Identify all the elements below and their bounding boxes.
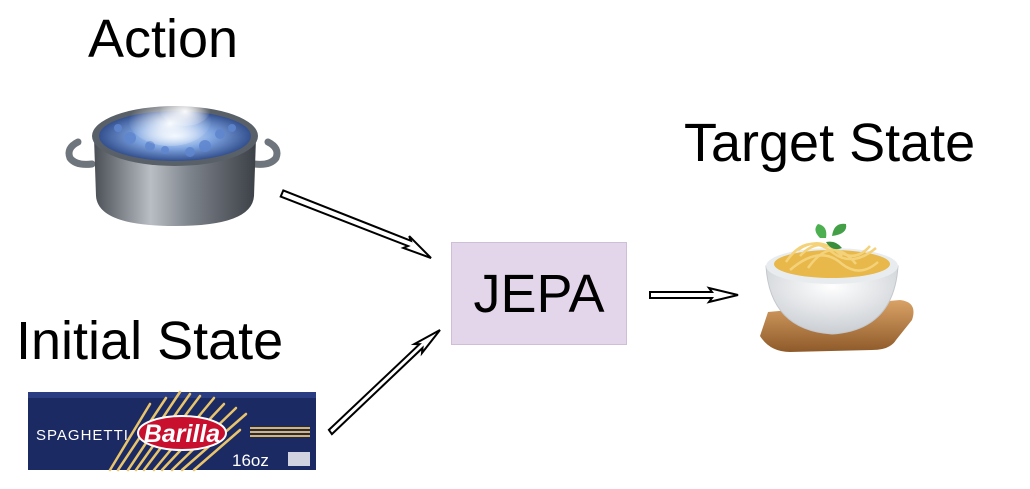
target-state-label: Target State	[684, 113, 976, 173]
spaghetti-box-icon: Barilla SPAGHETTI 16oz	[28, 390, 316, 472]
initial-state-label: Initial State	[16, 311, 284, 371]
action-label: Action	[88, 9, 239, 69]
arrow-action-to-jepa	[279, 189, 432, 259]
jepa-label: JEPA	[473, 263, 605, 324]
arrow-initial-to-jepa	[327, 329, 441, 436]
boiling-pot-icon	[65, 90, 281, 226]
box-product: SPAGHETTI	[36, 427, 129, 444]
arrow-jepa-to-target	[649, 286, 739, 304]
box-brand: Barilla	[144, 420, 221, 448]
jepa-node: JEPA	[451, 242, 627, 345]
box-weight: 16oz	[232, 451, 269, 470]
spaghetti-bowl-icon	[760, 223, 914, 352]
